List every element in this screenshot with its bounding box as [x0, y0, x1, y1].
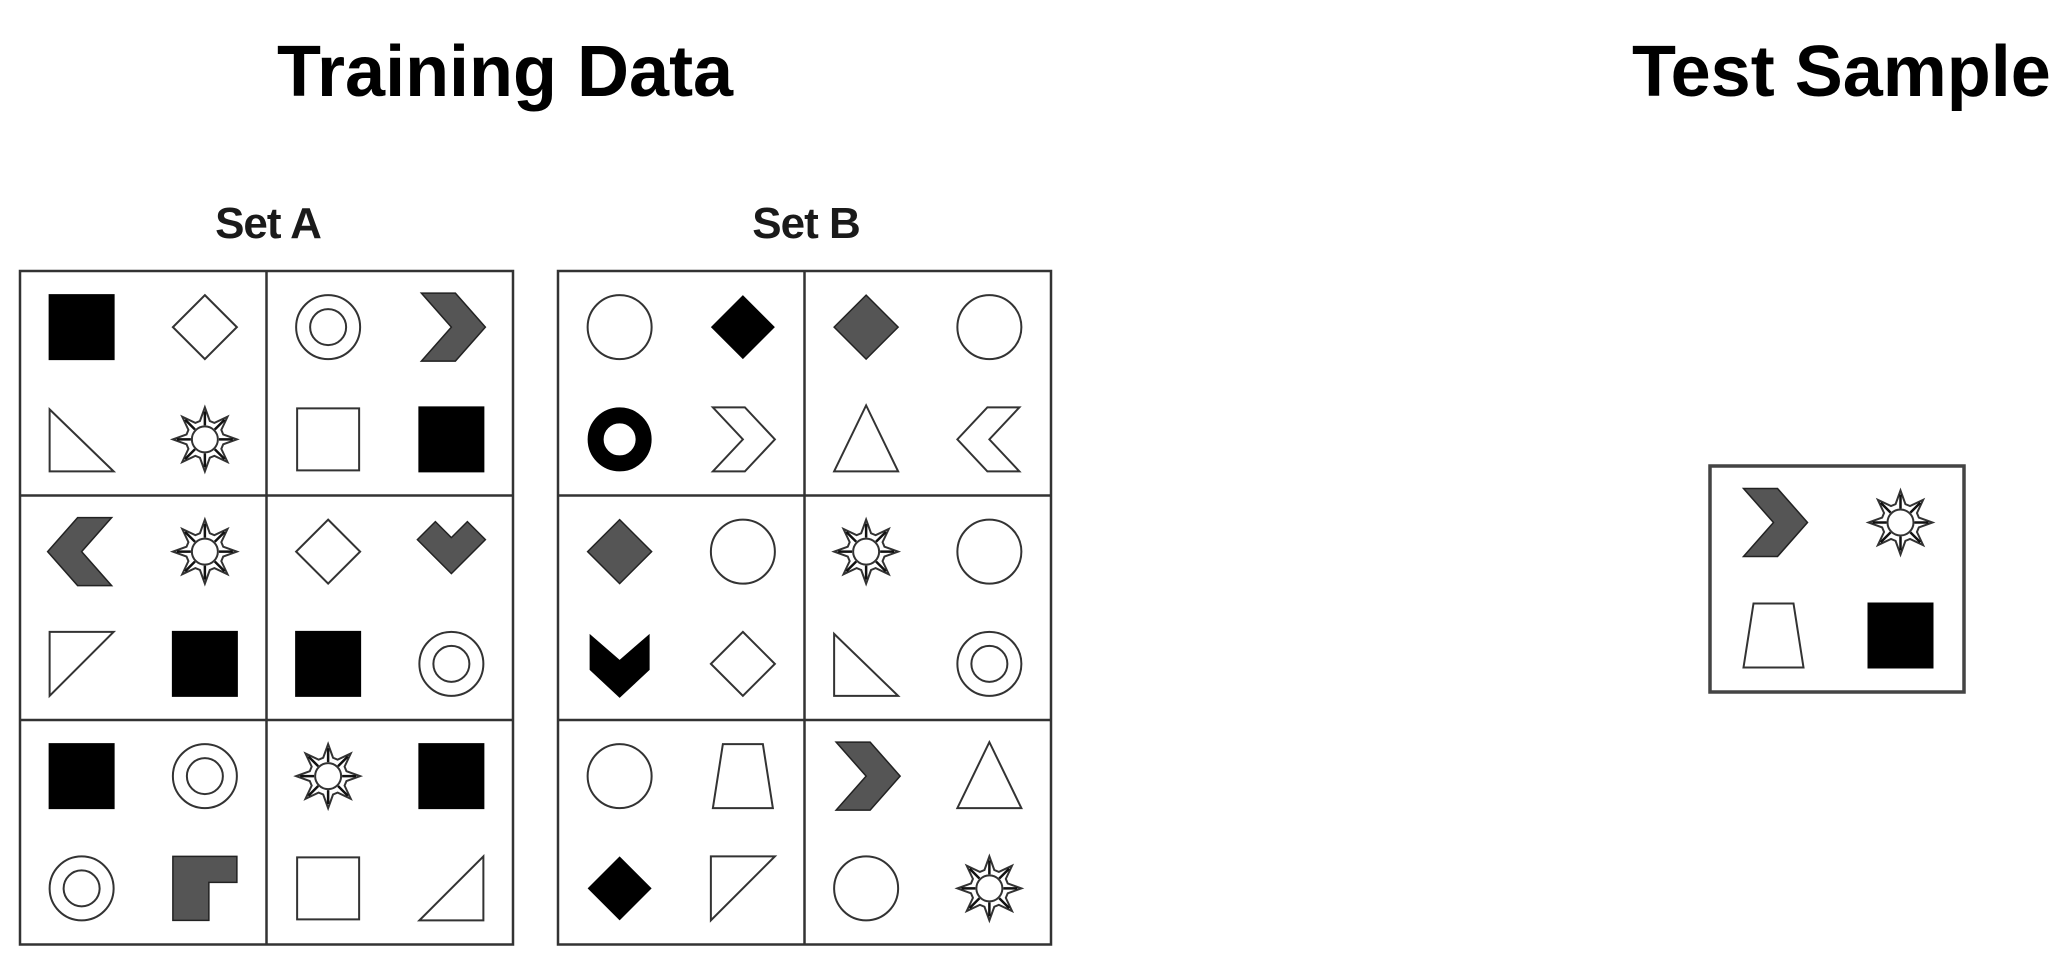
- set-a-grid: [18, 269, 515, 946]
- triangle-right-shape: [833, 631, 901, 697]
- panel: [833, 739, 1025, 924]
- outline-circle-shape: [709, 518, 776, 585]
- test-frame: [1708, 464, 1966, 694]
- panel: [586, 743, 778, 923]
- panel: [48, 743, 238, 922]
- sun-shape: [293, 741, 364, 812]
- triangle-slant-shape: [709, 855, 778, 923]
- black-square-shape: [418, 406, 485, 473]
- black-square-shape: [1867, 602, 1934, 669]
- outline-chevron-right-shape: [710, 406, 777, 473]
- gray-l-shape-shape: [172, 855, 238, 922]
- sun-shape: [1865, 487, 1936, 558]
- outline-square-shape: [296, 856, 361, 921]
- gray-chevron-right-shape: [834, 741, 902, 811]
- outline-triangle-shape: [832, 403, 900, 473]
- panel: [295, 292, 487, 473]
- black-square-shape: [418, 743, 485, 810]
- panel: [46, 516, 240, 699]
- gray-diamond-shape: [833, 294, 900, 361]
- outline-circle-shape: [956, 518, 1023, 585]
- black-square-shape: [48, 743, 115, 810]
- double-circle-shape: [295, 294, 362, 361]
- gray-chevron-down-shape: [416, 520, 487, 575]
- test-sample-heading: Test Sample: [1632, 32, 2051, 112]
- panel: [294, 518, 487, 697]
- trapezoid-shape: [1742, 602, 1805, 669]
- panel: [293, 741, 485, 922]
- outline-circle-shape: [586, 294, 653, 361]
- set-b-grid: [556, 269, 1053, 946]
- panel: [831, 516, 1023, 697]
- outline-diamond-shape: [171, 293, 239, 361]
- panel: [1741, 487, 1936, 669]
- sun-shape: [831, 516, 902, 587]
- thick-ring-shape: [587, 407, 652, 472]
- outline-circle-shape: [586, 743, 653, 810]
- gray-chevron-right-shape: [1741, 487, 1809, 558]
- outline-chevron-left-shape: [956, 406, 1022, 473]
- black-square-shape: [48, 294, 115, 361]
- sun-shape: [169, 516, 240, 587]
- outline-diamond-shape: [709, 630, 777, 698]
- training-data-heading: Training Data: [277, 32, 734, 112]
- gray-chevron-left-shape: [46, 516, 114, 587]
- sun-shape: [954, 853, 1025, 924]
- black-chevron-down-shape: [589, 633, 650, 698]
- outline-circle-shape: [833, 855, 900, 922]
- outline-triangle-shape: [955, 739, 1023, 810]
- double-circle-shape: [418, 630, 485, 697]
- black-diamond-shape: [710, 295, 775, 360]
- gray-chevron-right-shape: [419, 292, 487, 362]
- double-circle-shape: [171, 743, 238, 810]
- trapezoid-shape: [711, 743, 775, 810]
- set-a-label: Set A: [215, 199, 322, 248]
- triangle-right-shape: [48, 407, 117, 473]
- panel: [48, 293, 240, 475]
- panel: [586, 294, 777, 473]
- gray-diamond-shape: [586, 518, 653, 585]
- outline-square-shape: [296, 407, 361, 472]
- sun-shape: [169, 404, 240, 475]
- panel: [586, 518, 777, 698]
- black-square-shape: [171, 630, 238, 697]
- triangle-ramp-shape: [416, 853, 485, 922]
- double-circle-shape: [48, 855, 115, 922]
- black-diamond-shape: [587, 856, 652, 921]
- set-b-label: Set B: [752, 199, 860, 248]
- double-circle-shape: [956, 630, 1023, 697]
- test-sample-panel: [1708, 464, 1966, 694]
- panel: [832, 294, 1023, 473]
- outline-diamond-shape: [294, 518, 362, 586]
- outline-circle-shape: [956, 294, 1023, 361]
- black-square-shape: [295, 630, 362, 697]
- triangle-slant-shape: [48, 630, 117, 699]
